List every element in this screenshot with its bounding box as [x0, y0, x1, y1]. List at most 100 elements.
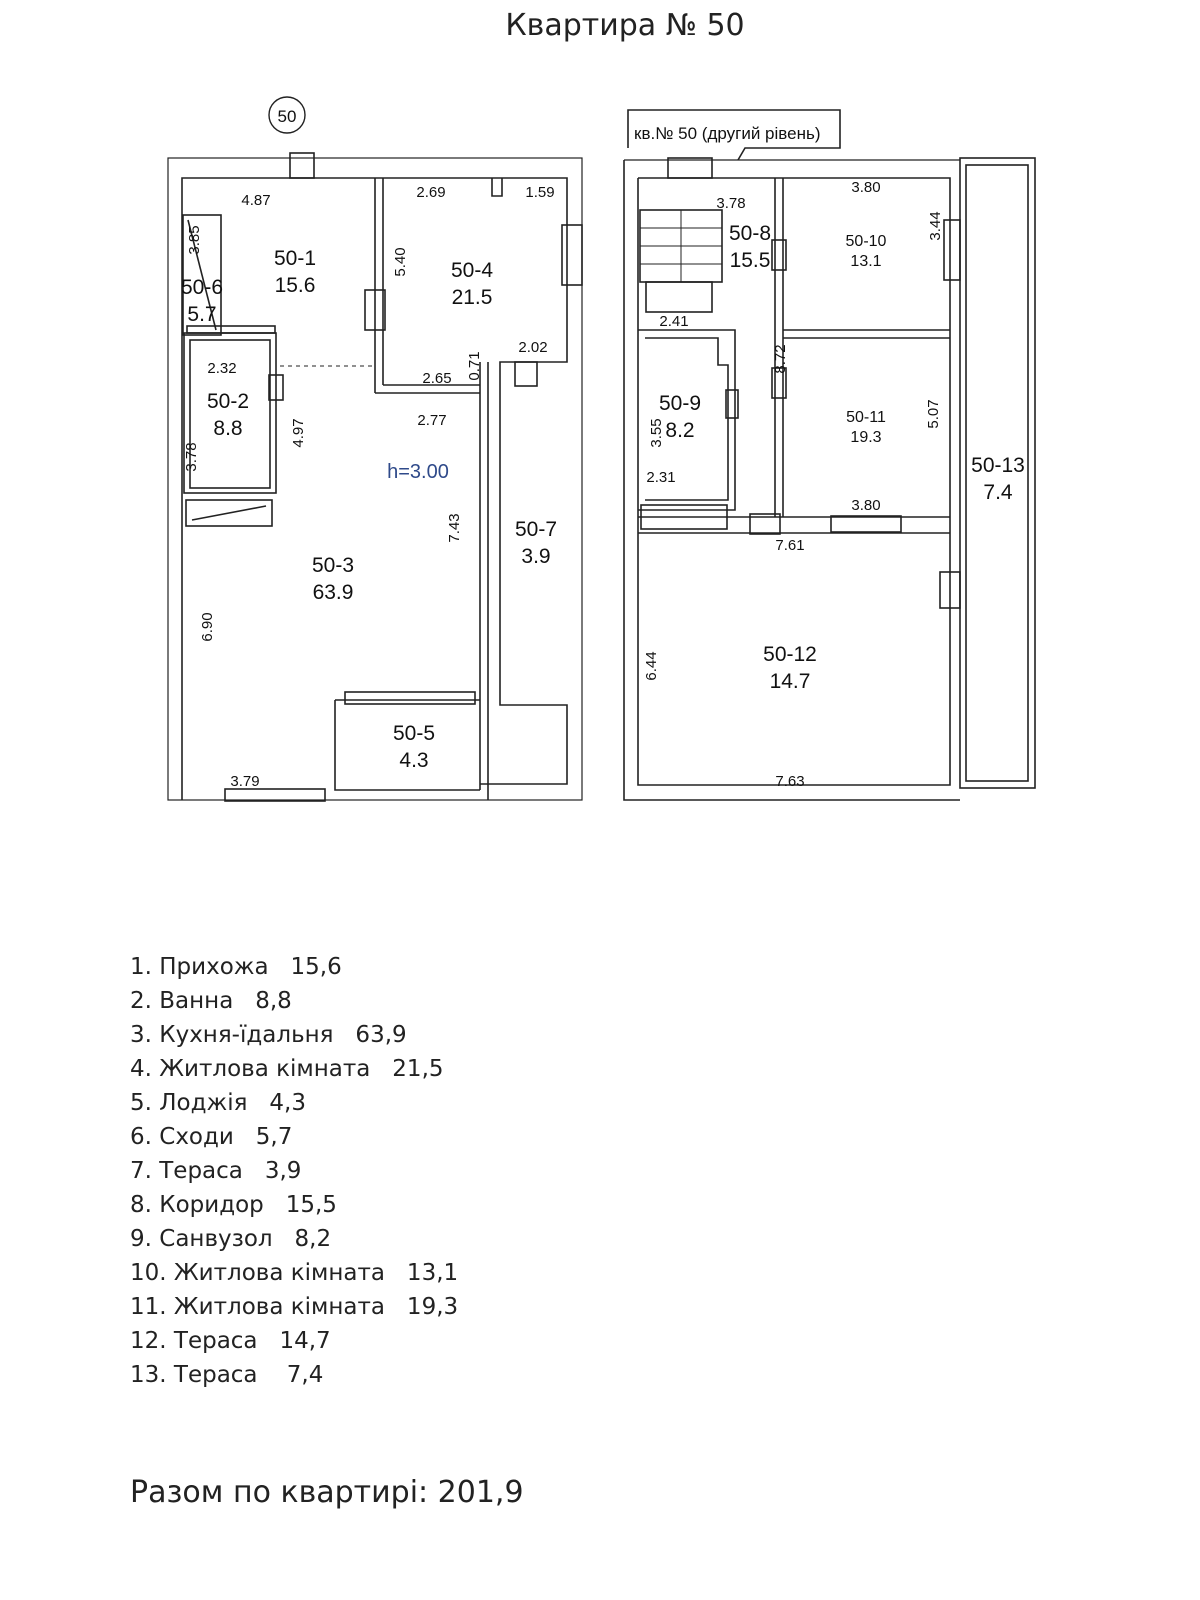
door-frame: [514, 361, 538, 387]
dimension-label: 3.44: [927, 211, 944, 240]
room-area: 4.3: [399, 749, 428, 772]
dimension-label: 3.80: [851, 179, 880, 196]
room-id: 50-6: [181, 276, 223, 299]
second-level-label: кв.№ 50 (другий рівень): [634, 124, 820, 143]
apartment-marker-circle: [268, 96, 306, 134]
room-area: 8.8: [213, 417, 242, 440]
door-frame: [364, 289, 386, 331]
window: [561, 224, 583, 286]
room-area: 15.6: [275, 274, 316, 297]
dimension-label: 3.79: [230, 773, 259, 790]
dimension-label: 0.71: [466, 351, 483, 380]
room-area: 7.4: [983, 481, 1013, 504]
room-id: 50-10: [846, 233, 887, 250]
legend-item: 1. Прихожа 15,6: [130, 954, 342, 980]
dimension-label: 3.85: [186, 225, 203, 254]
bath-wall-inner: [189, 339, 271, 489]
room-area: 13.1: [850, 253, 881, 270]
room-area: 21.5: [452, 286, 493, 309]
dimension-label: 2.32: [207, 360, 236, 377]
room-id: 50-2: [207, 390, 249, 413]
room-id: 50-4: [451, 259, 493, 282]
dimension-label: 8.72: [772, 344, 789, 373]
label-leader: [627, 109, 841, 161]
dimension-label: 2.69: [416, 184, 445, 201]
door-frame: [725, 389, 739, 419]
dimension-label: 5.07: [925, 399, 942, 428]
dimension-label: 7.43: [446, 513, 463, 542]
dimension-label: 2.02: [518, 339, 547, 356]
room-labels: 50-1 15.6 50-2 8.8 50-3 63.9 50-4 21.5 5…: [181, 222, 1025, 772]
room-area: 3.9: [521, 545, 550, 568]
floor-plan: 50 кв.№ 50 (другий рівень) h=3.00 50-1 1…: [167, 96, 1036, 802]
room-id: 50-8: [729, 222, 771, 245]
dimension-label: 2.65: [422, 370, 451, 387]
room-id: 50-11: [846, 409, 886, 426]
room-id: 50-9: [659, 392, 701, 415]
dimension-label: 6.44: [643, 651, 660, 680]
height-label: h=3.00: [387, 461, 449, 483]
dimension-label: 2.41: [659, 313, 688, 330]
dimension-label: 5.40: [392, 247, 409, 276]
legend-item: 9. Санвузол 8,2: [130, 1226, 332, 1252]
dimension-label: 7.61: [775, 537, 804, 554]
room-id: 50-1: [274, 247, 316, 270]
wc-wall: [638, 329, 736, 511]
wc-fixture: [640, 504, 728, 530]
room-area: 8.2: [665, 419, 694, 442]
niche: [491, 178, 503, 197]
stair-slot: [186, 325, 276, 334]
room-id: 50-12: [763, 643, 817, 666]
total-area: Разом по квартирі: 201,9: [130, 1475, 524, 1510]
room-area: 19.3: [850, 429, 881, 446]
stair-block: [182, 214, 222, 336]
dimension-label: 3.55: [648, 418, 665, 447]
dimension-label: 6.90: [199, 612, 216, 641]
legend-item: 4. Житлова кімната 21,5: [130, 1056, 444, 1082]
room-id: 50-3: [312, 554, 354, 577]
walls: [167, 109, 1036, 802]
dimension-label: 1.59: [525, 184, 554, 201]
legend-item: 13. Тераса 7,4: [130, 1362, 324, 1388]
stair-line: [187, 219, 217, 331]
wall-outline: [637, 177, 951, 786]
apartment-marker: 50: [278, 107, 297, 126]
door-frame: [771, 239, 787, 271]
legend-item: 10. Житлова кімната 13,1: [130, 1260, 459, 1286]
outer-wall-level-2: [623, 160, 960, 801]
wc-wall: [645, 337, 729, 501]
window: [943, 219, 961, 281]
bath-fixture: [185, 499, 273, 527]
room-legend: 1. Прихожа 15,6 2. Ванна 8,8 3. Кухня-їд…: [130, 950, 458, 1392]
dimension-label: 2.77: [417, 412, 446, 429]
legend-item: 6. Сходи 5,7: [130, 1124, 293, 1150]
terrace-50-13-inner: [965, 164, 1029, 782]
legend-item: 5. Лоджія 4,3: [130, 1090, 306, 1116]
legend-item: 2. Ванна 8,8: [130, 988, 292, 1014]
legend-item: 11. Житлова кімната 19,3: [130, 1294, 459, 1320]
page-title: Квартира № 50: [505, 8, 745, 43]
door-frame: [771, 367, 787, 399]
legend-item: 7. Тераса 3,9: [130, 1158, 302, 1184]
room-area: 15.5: [730, 249, 771, 272]
dimension-label: 7.63: [775, 773, 804, 790]
outer-wall-level-1: [167, 157, 583, 801]
dimension-label: 3.80: [851, 497, 880, 514]
door-frame: [749, 513, 781, 535]
terrace-50-13: [959, 157, 1036, 789]
room-area: 14.7: [770, 670, 811, 693]
dimension-label: 3.78: [183, 442, 200, 471]
room-id: 50-7: [515, 518, 557, 541]
legend-item: 12. Тераса 14,7: [130, 1328, 331, 1354]
dimension-labels: 4.87 3.85 5.40 2.69 1.59 2.32 4.97 3.78 …: [183, 179, 944, 790]
window: [289, 152, 315, 179]
window: [344, 691, 476, 705]
dimension-label: 4.87: [241, 192, 270, 209]
dimension-label: 3.78: [716, 195, 745, 212]
room-id: 50-13: [971, 454, 1025, 477]
stair-base: [645, 281, 713, 313]
legend-item: 3. Кухня-їдальня 63,9: [130, 1022, 407, 1048]
legend-item: 8. Коридор 15,5: [130, 1192, 337, 1218]
bath-fixture-line: [191, 505, 267, 521]
room-area: 63.9: [313, 581, 354, 604]
